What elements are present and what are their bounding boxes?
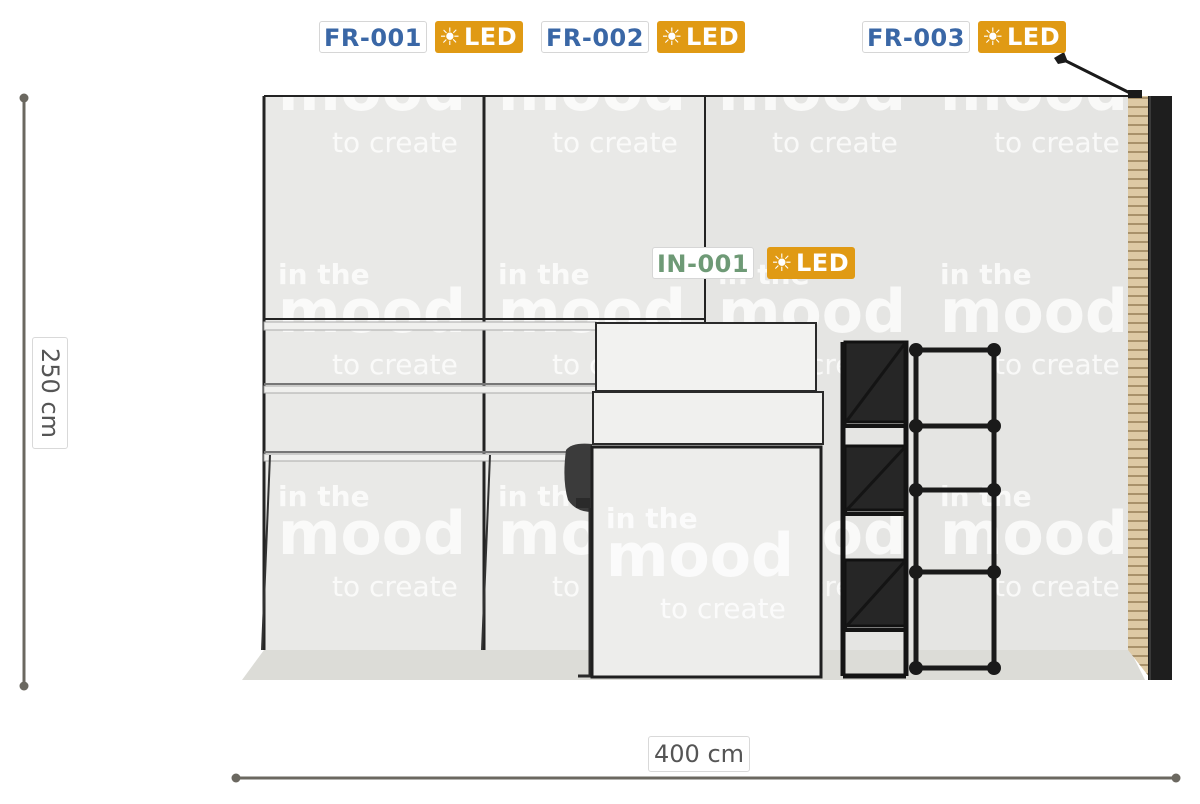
wall-graphic-line2: mood	[278, 499, 466, 569]
bar-stool	[564, 443, 592, 678]
height-dimension-label: 250 cm	[32, 337, 68, 449]
wall-graphic-line2: mood	[278, 55, 466, 125]
led-label: LED	[1007, 23, 1061, 51]
led-label: LED	[686, 23, 740, 51]
slatwall-panel	[1128, 96, 1150, 678]
wall-graphic-line2: mood	[498, 55, 686, 125]
fixture-tag-in-001[interactable]: IN-001	[652, 247, 755, 279]
spotlight-arm	[1054, 52, 1142, 98]
led-badge-fr-001: ☀LED	[435, 21, 524, 53]
led-label: LED	[796, 249, 850, 277]
width-dimension-line	[231, 773, 1181, 783]
wall-graphic-line3: to create	[332, 126, 458, 159]
sun-icon: ☀	[771, 249, 794, 277]
wall-graphic-line1: in the	[278, 258, 370, 291]
wall-graphic-line2: mood	[278, 277, 466, 347]
wall-graphic-line1: in the	[940, 258, 1032, 291]
side-wall-frame	[1148, 96, 1172, 680]
wall-shelves	[261, 321, 597, 651]
wall-graphic-line2: mood	[718, 55, 906, 125]
wall-graphic-line3: to create	[994, 570, 1120, 603]
sun-icon: ☀	[661, 23, 684, 51]
height-dimension-line	[19, 93, 29, 691]
led-badge-fr-002: ☀LED	[657, 21, 746, 53]
wall-graphic-line1: in the	[278, 480, 370, 513]
wall-frames	[262, 95, 1128, 650]
led-badge-in-001: ☀LED	[767, 247, 856, 279]
width-dimension-label: 400 cm	[648, 736, 751, 772]
wall-graphic-line1: in the	[498, 258, 590, 291]
fixture-tag-fr-002[interactable]: FR-002	[541, 21, 649, 53]
wall-graphic-line1: in the	[606, 502, 698, 535]
wall-graphic-line2: mood	[940, 277, 1128, 347]
led-badge-fr-003: ☀LED	[978, 21, 1067, 53]
wall-graphic-line3: to create	[552, 126, 678, 159]
display-shelf	[840, 340, 909, 679]
front-counter	[590, 445, 823, 679]
wall-graphic-line3: to create	[332, 570, 458, 603]
fixture-tag-fr-001[interactable]: FR-001	[319, 21, 427, 53]
wall-graphic-line2: mood	[940, 55, 1128, 125]
led-label: LED	[464, 23, 518, 51]
grid-frame	[909, 343, 1001, 675]
wall-graphic-line3: to create	[332, 348, 458, 381]
sun-icon: ☀	[982, 23, 1005, 51]
wall-graphic-line2: mood	[940, 499, 1128, 569]
fixture-tag-fr-003[interactable]: FR-003	[862, 21, 970, 53]
wall-graphic-line2: mood	[606, 521, 794, 591]
wall-graphic-line1: in the	[940, 480, 1032, 513]
back-counter	[592, 322, 824, 445]
sun-icon: ☀	[439, 23, 462, 51]
wall-graphic-line3: to create	[660, 592, 786, 625]
wall-graphic-line3: to create	[994, 348, 1120, 381]
wall-graphic-line3: to create	[994, 126, 1120, 159]
wall-graphic-line3: to create	[772, 126, 898, 159]
